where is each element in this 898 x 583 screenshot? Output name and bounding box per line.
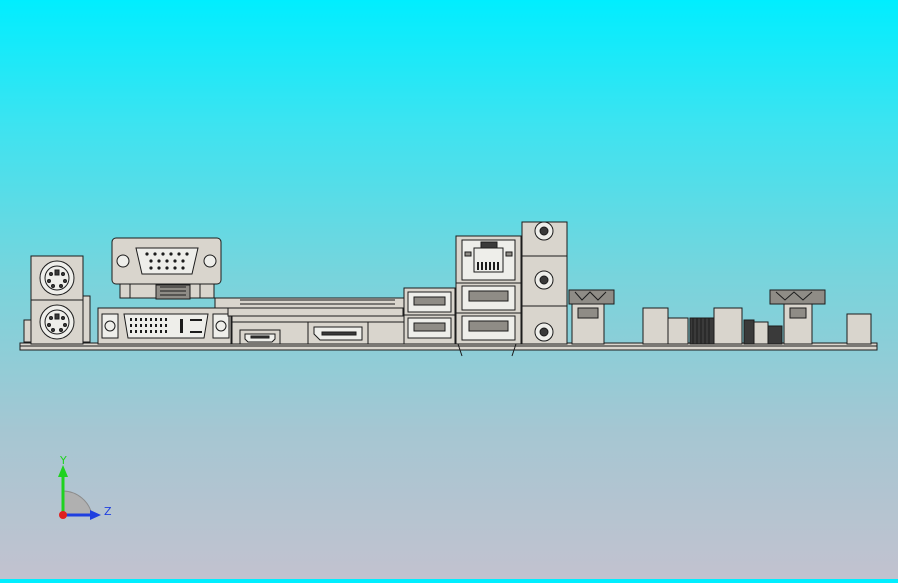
hdmi-connector	[239, 329, 281, 345]
dimm-latch-left	[568, 289, 615, 345]
dvi-connector	[97, 307, 232, 345]
lan-usb-stack	[455, 235, 522, 357]
y-axis-head-icon	[58, 465, 68, 477]
usb-stack-left	[403, 287, 456, 345]
ps2-port-keyboard	[30, 255, 84, 301]
z-axis-head-icon	[90, 510, 101, 520]
ps2-port-mouse	[30, 299, 84, 345]
displayport-connector	[307, 321, 369, 345]
triad-arc	[62, 490, 93, 516]
board-components-right	[642, 307, 783, 345]
y-axis-label: Y	[59, 455, 67, 467]
x-axis-origin-icon	[59, 511, 67, 519]
vga-connector	[111, 237, 222, 300]
dimm-latch-right	[769, 289, 826, 345]
audio-jacks	[521, 221, 568, 345]
coordinate-triad: Y Z	[58, 455, 112, 520]
board-connector-far-right	[846, 313, 872, 345]
z-axis-label: Z	[104, 505, 112, 518]
